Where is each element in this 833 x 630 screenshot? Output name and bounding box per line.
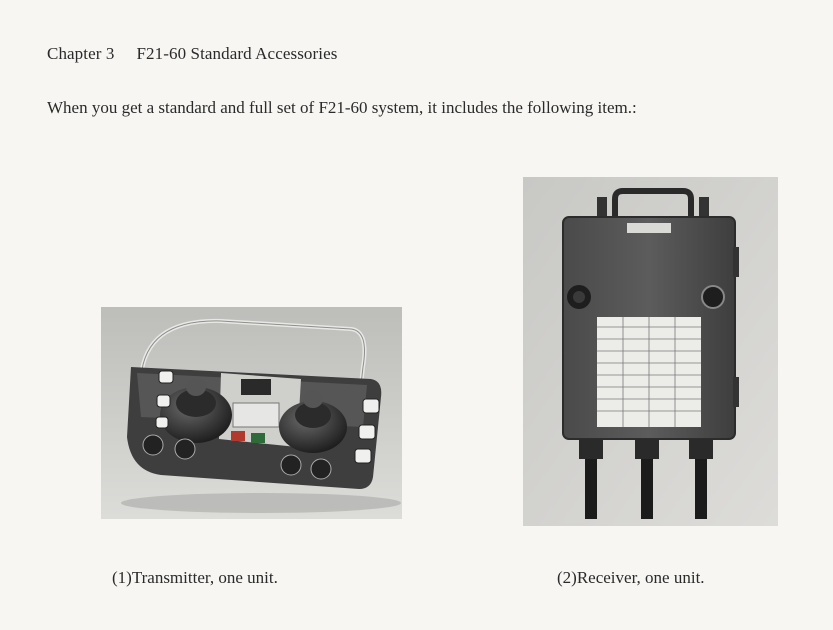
receiver-photo — [523, 177, 778, 526]
transmitter-photo — [101, 307, 402, 519]
chapter-number: Chapter 3 — [47, 44, 115, 63]
chapter-title: F21-60 Standard Accessories — [136, 44, 338, 63]
transmitter-caption: (1)Transmitter, one unit. — [112, 568, 278, 587]
chapter-heading: Chapter 3 F21-60 Standard Accessories — [47, 44, 337, 64]
receiver-caption: (2)Receiver, one unit. — [557, 568, 705, 587]
intro-paragraph: When you get a standard and full set of … — [47, 98, 637, 117]
